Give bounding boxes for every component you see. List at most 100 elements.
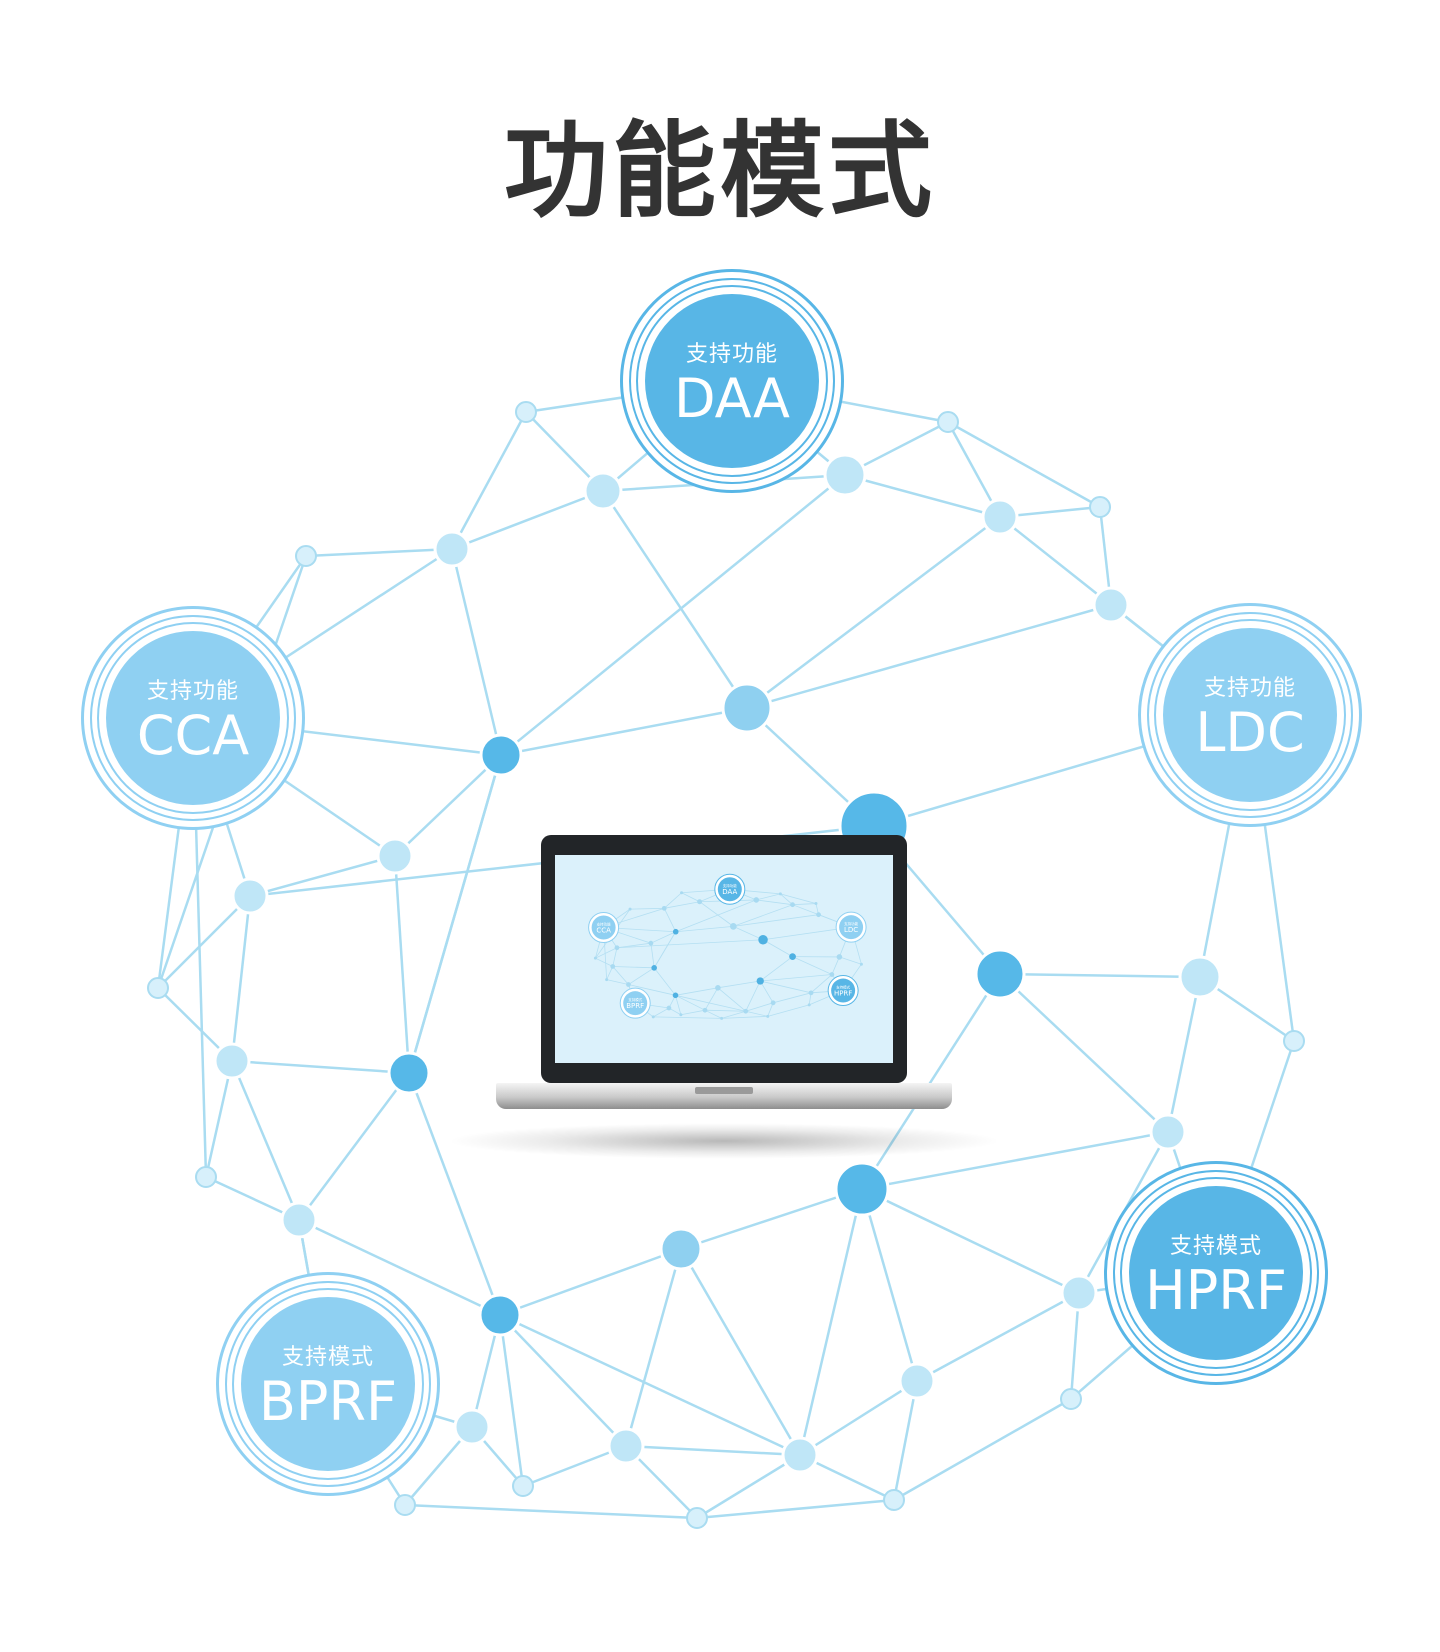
mini-node [816,912,821,918]
badge-caption: 支持功能 [1203,675,1296,701]
mini-edge [721,1010,746,1019]
network-node [147,977,169,999]
mini-node [697,899,703,905]
network-node [1089,496,1111,518]
network-node [231,877,269,915]
mini-edge [675,987,718,996]
mini-node [593,956,597,960]
mini-edge [792,903,816,906]
network-edge [916,1291,1080,1383]
network-edge [499,1314,627,1447]
network-edge [407,1072,502,1316]
mini-edge [745,980,761,1012]
mini-edge [675,995,682,1015]
network-edge [861,1130,1169,1191]
network-edge [157,895,251,989]
network-edge [746,516,1001,709]
network-node [1092,586,1130,624]
network-node [479,733,523,777]
network-node [478,1293,522,1337]
mini-edge [675,899,757,933]
mini-edge [612,966,655,969]
mini-node [651,1015,655,1019]
network-node [974,948,1026,1000]
mini-node [666,1005,672,1011]
network-node [981,498,1019,536]
mini-edge [756,893,781,901]
network-node [376,837,414,875]
mini-edge [699,901,734,927]
mini-edge [760,974,832,982]
network-node [1178,955,1222,999]
laptop-base [496,1083,952,1109]
network-edge [499,1247,682,1317]
network-node [280,1201,318,1239]
mini-node [651,965,657,971]
mini-node [628,907,632,911]
network-node [583,471,623,511]
network-edge [450,411,528,550]
mini-node [766,1014,770,1018]
mini-node [808,990,814,996]
laptop-shadow [446,1123,1002,1159]
mini-badge-caption: 支持模式 [836,985,850,990]
network-node [721,682,773,734]
network-edge [498,1314,525,1487]
network-edge [999,516,1112,606]
mini-edge [759,980,774,1004]
mini-edge [780,893,817,904]
network-node [898,1362,936,1400]
mini-node [626,982,631,987]
mini-edge [762,939,793,957]
network-edge [407,754,503,1074]
mini-node [679,1013,683,1017]
network-edge [696,1498,895,1520]
network-edge [696,1453,801,1520]
network-node [883,1489,905,1511]
network-node [823,453,867,497]
mini-edge [628,984,676,996]
mini-node [778,892,782,896]
network-node [512,1475,534,1497]
mini-edge [745,1010,768,1017]
badge-code: DAA [673,366,790,430]
network-edge [298,1218,501,1317]
mini-edge [616,942,651,949]
mini-edge [653,967,676,996]
laptop-trackpad-notch [695,1087,753,1094]
mini-edge [675,994,746,1012]
mini-node [672,928,679,935]
network-node [1060,1274,1098,1312]
mini-edge [733,926,764,941]
mini-edge [756,899,793,906]
mini-node [610,964,616,969]
badge-daa: 支持功能 DAA [620,269,844,493]
mini-edge [653,1007,670,1018]
network-node [781,1436,819,1474]
badge-caption: 支持模式 [281,1344,374,1370]
network-edge [204,1060,234,1178]
network-edge [947,420,1101,509]
mini-edge [675,925,734,933]
mini-edge [717,980,761,989]
page-title: 功能模式 [503,110,936,232]
mini-edge [663,892,682,909]
mini-node [758,935,768,945]
mini-edge [733,904,793,927]
mini-badge-code: LDC [844,926,858,934]
mini-node [859,962,863,966]
mini-node [729,923,737,930]
network-edge [249,854,396,898]
mini-badge-code: HPRF [834,990,852,998]
network-edge [679,1248,802,1456]
badge-caption: 支持功能 [685,341,778,367]
network-node [1060,1388,1082,1410]
badge-code: BPRF [258,1369,398,1433]
mini-edge [595,957,613,967]
